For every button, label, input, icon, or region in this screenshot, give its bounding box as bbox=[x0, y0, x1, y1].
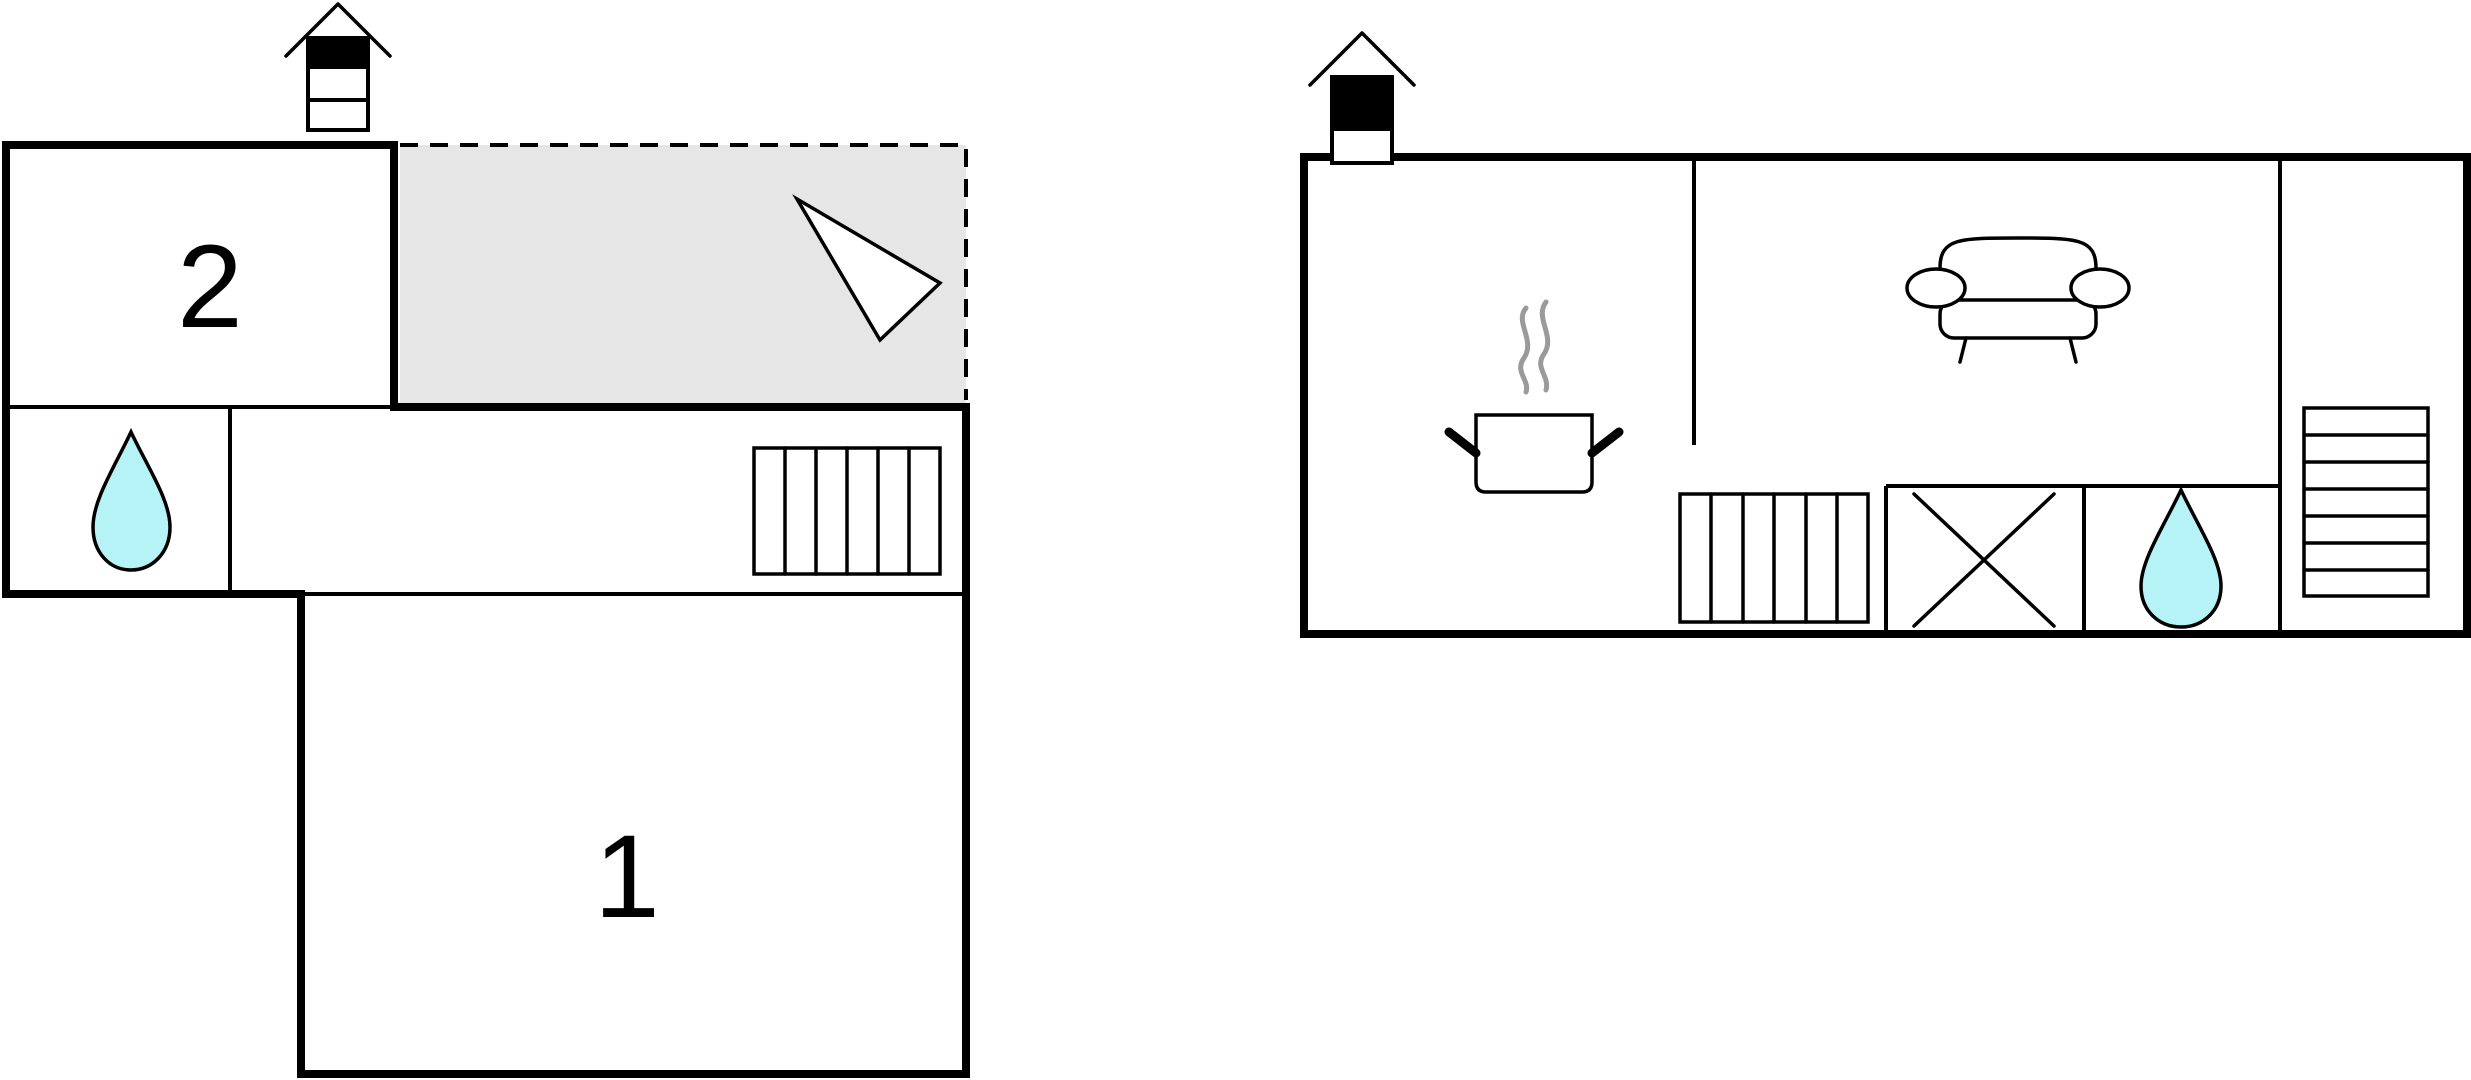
floor-level-icon bbox=[1308, 31, 1416, 165]
room-2-label: 2 bbox=[177, 221, 243, 353]
water-drop-icon bbox=[2139, 485, 2223, 629]
radiator-icon bbox=[1678, 492, 1870, 624]
staircase-icon bbox=[2302, 406, 2430, 598]
floor-level-icon bbox=[284, 2, 392, 132]
ground-floor-outer-wall bbox=[2, 141, 970, 1078]
terrace-dashed-edge bbox=[400, 143, 968, 400]
radiator-icon bbox=[752, 446, 942, 576]
sofa-icon bbox=[1905, 236, 2131, 364]
room-1-label: 1 bbox=[594, 811, 660, 943]
ground-floor-plan: 2 1 bbox=[2, 2, 970, 1078]
storage-x-icon bbox=[1912, 492, 2056, 628]
water-drop-icon bbox=[91, 427, 172, 572]
north-arrow-icon bbox=[792, 194, 943, 343]
upper-floor-plan bbox=[1300, 31, 2471, 638]
cooking-pot-icon bbox=[1444, 299, 1624, 494]
